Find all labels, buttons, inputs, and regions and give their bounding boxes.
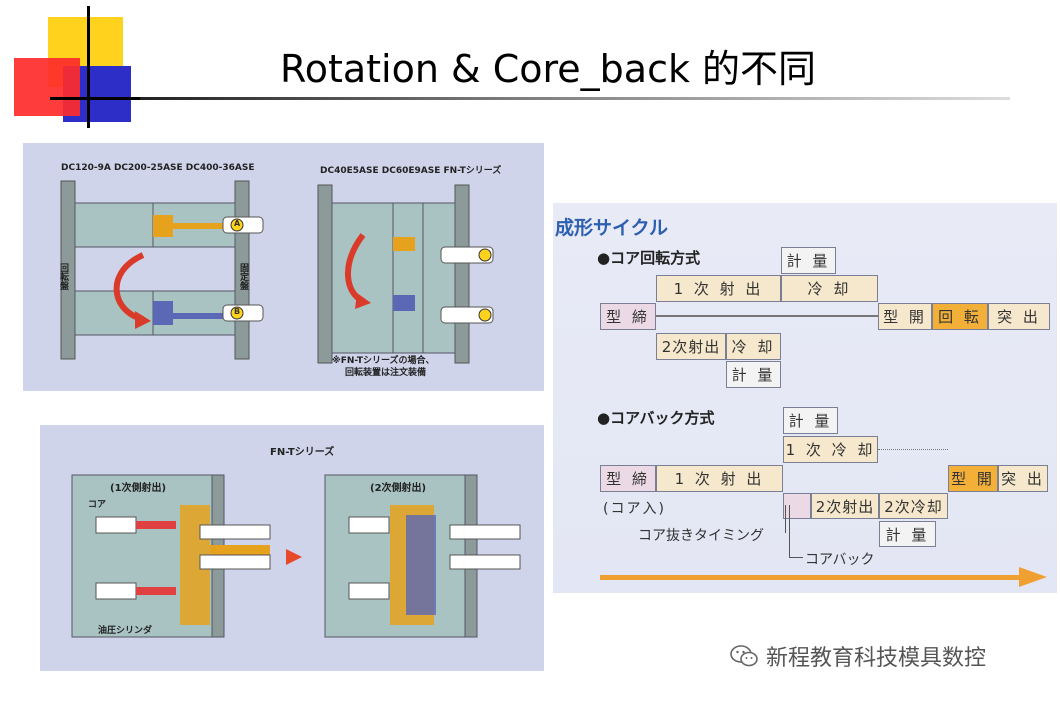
s1-clamp: 型 締 (600, 303, 656, 330)
s1-cooling1: 冷 却 (781, 275, 878, 302)
s2-coreback-label: コアバック (805, 552, 875, 568)
timing-leader-3 (789, 557, 803, 558)
s1-injection1: 1 次 射 出 (656, 275, 781, 302)
marker-a: A (234, 219, 241, 228)
s2-injection1: 1 次 射 出 (656, 465, 783, 492)
s1-eject: 突 出 (988, 303, 1050, 330)
s1-injection2: 2次射出 (656, 333, 726, 360)
deco-red-square (14, 58, 80, 116)
s2-cooling1: 1 次 冷 却 (783, 436, 878, 463)
second-injection-caption: (2次側射出) (370, 483, 427, 494)
machine-models-left: DC120-9A DC200-25ASE DC400-36ASE (61, 163, 255, 173)
wechat-icon (730, 645, 758, 667)
s1-timeline (656, 315, 878, 317)
rotary-plate-label: 回転盤 (58, 263, 68, 290)
s1-keiryo-bottom: 計 量 (726, 361, 781, 388)
rotation-mold-figure (60, 180, 494, 364)
corner-decoration (0, 0, 145, 140)
first-injection-caption: (1次側射出) (110, 483, 167, 494)
s2-coreback-block (783, 493, 811, 519)
s2-eject: 突 出 (998, 465, 1048, 492)
coreback-mold-figure (71, 474, 521, 638)
fnt-series-diagram: FN-Tシリーズ (1次側射出) (2次側射出) コア 油圧シリンダ (40, 425, 544, 671)
s2-injection2: 2次射出 (811, 493, 879, 519)
s1-rotate: 回 転 (932, 303, 988, 330)
s1-cooling2: 冷 却 (726, 333, 781, 360)
s2-keiryo-bottom: 計 量 (879, 521, 936, 547)
cycle-heading: 成形サイクル (555, 217, 669, 239)
note-line-2: 回転装置は注文装備 (345, 368, 427, 378)
time-arrow-head (1019, 567, 1047, 587)
watermark: 新程教育科技模具数控 (730, 640, 986, 672)
rotary-plate (60, 180, 76, 360)
core-label: コア (88, 500, 107, 510)
s1-mold-open: 型 開 (878, 303, 932, 330)
timing-leader-2 (789, 505, 790, 557)
section-coreback-title: ●コアバック方式 (597, 409, 715, 427)
fnt-series-label: FN-Tシリーズ (270, 447, 335, 458)
rotation-arrow (113, 252, 145, 322)
s2-dotted-line (878, 449, 948, 450)
title-underline (140, 97, 1010, 100)
s2-cooling2: 2次冷却 (879, 493, 948, 519)
note-line-1: ※FN-Tシリーズの場合、 (332, 356, 435, 366)
slide-title: Rotation & Core_back 的不同 (280, 47, 817, 91)
rotation-mold-diagram: DC120-9A DC200-25ASE DC400-36ASE DC40E5A… (23, 143, 544, 391)
deco-vertical-line (87, 6, 90, 128)
s2-keiryo-top: 計 量 (783, 407, 838, 434)
deco-horizontal-line (50, 97, 145, 100)
cylinder-label: 油圧シリンダ (98, 626, 153, 636)
molding-cycle-chart: 成形サイクル ●コア回転方式 計 量 1 次 射 出 冷 却 型 締 型 開 回… (553, 203, 1057, 593)
s2-core-in: (コア入) (603, 501, 666, 517)
fixed-plate-label: 固定盤 (238, 263, 248, 290)
marker-b: B (234, 307, 241, 316)
timing-leader-1 (785, 505, 786, 533)
time-arrow-shaft (600, 575, 1022, 580)
s2-timing-label: コア抜きタイミング (638, 528, 764, 544)
watermark-text: 新程教育科技模具数控 (766, 646, 987, 671)
section-core-rotation-title: ●コア回転方式 (597, 249, 701, 267)
machine-models-right: DC40E5ASE DC60E9ASE FN-Tシリーズ (320, 166, 502, 176)
s2-mold-open: 型 開 (948, 465, 998, 492)
s1-keiryo-top: 計 量 (781, 247, 836, 274)
s2-clamp: 型 締 (600, 465, 656, 492)
